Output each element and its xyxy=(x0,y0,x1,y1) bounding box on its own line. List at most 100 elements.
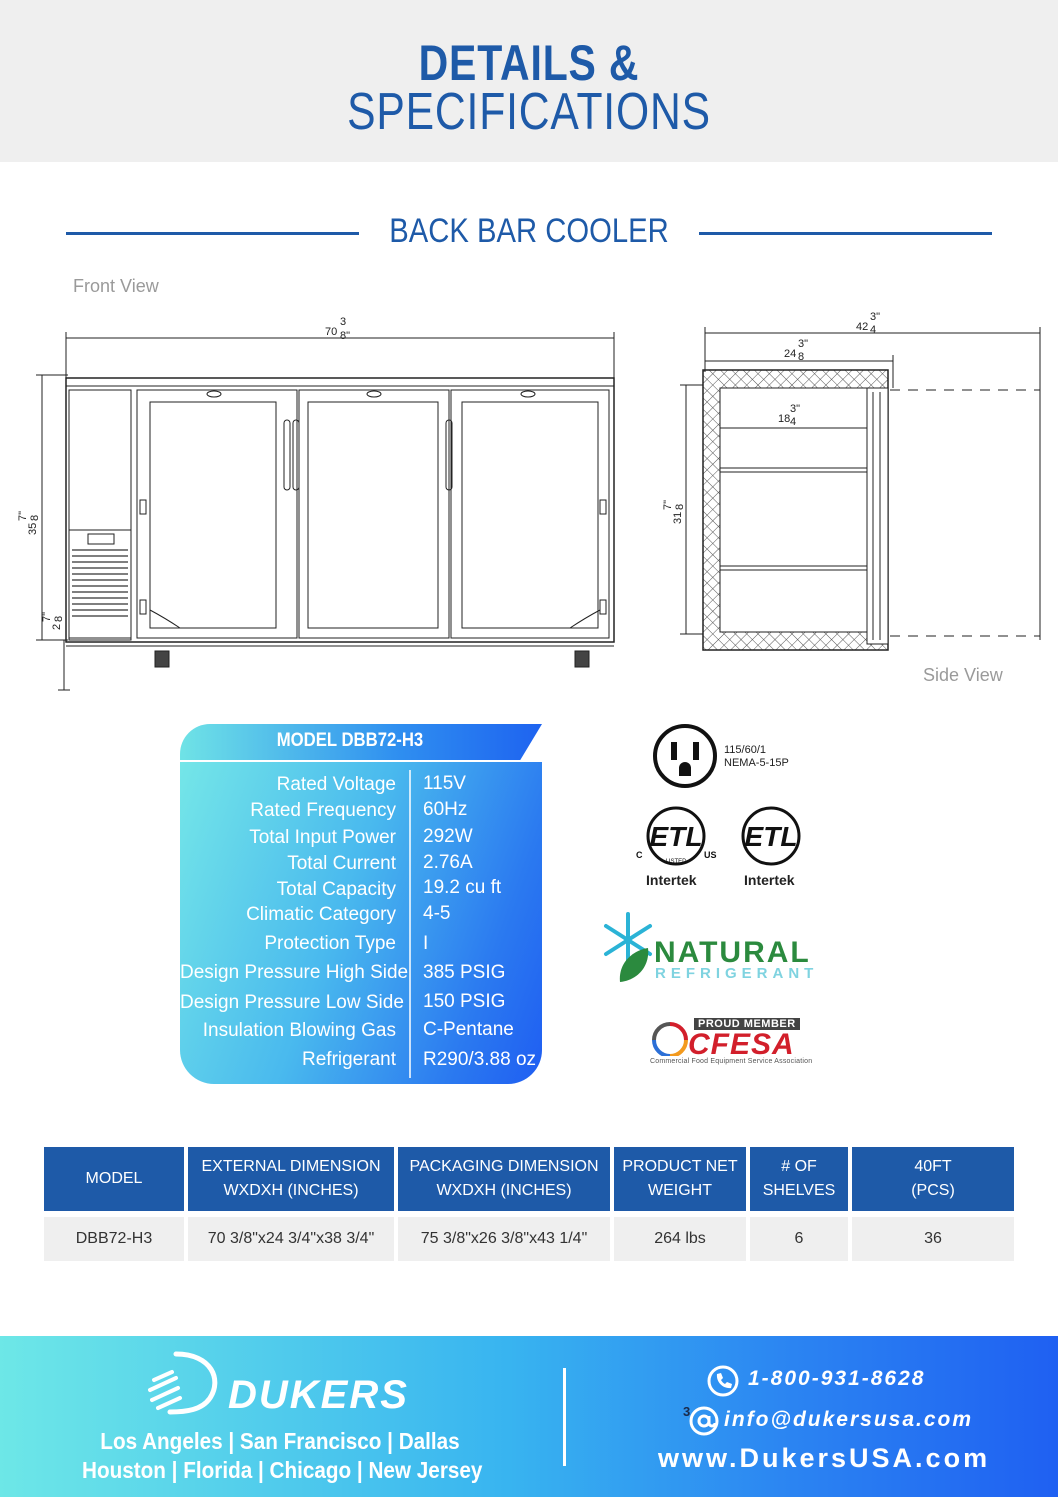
page-title-line1: DETAILS & xyxy=(418,35,640,91)
spec-value: 115V xyxy=(423,773,466,794)
dim-base-den: 8 xyxy=(53,616,65,622)
table-header-model: MODEL xyxy=(44,1147,184,1211)
nema-plug-icon xyxy=(653,724,717,788)
dim-depth-den: 8 xyxy=(798,351,804,363)
dim-width-whole: 70 xyxy=(325,326,337,338)
spec-value: R290/3.88 oz xyxy=(423,1049,537,1070)
dim-base-whole: 2 xyxy=(51,624,63,630)
spec-label: Design Pressure Low Side xyxy=(180,992,404,1013)
email-address[interactable]: info@dukersusa.com xyxy=(724,1408,974,1431)
etl-us-text: US xyxy=(704,850,717,860)
cfesa-swirl-icon xyxy=(652,1022,688,1056)
table-cell-model: DBB72-H3 xyxy=(44,1217,184,1261)
header-line: PACKAGING DIMENSION xyxy=(409,1158,599,1175)
cities-line2: Houston | Florida | Chicago | New Jersey xyxy=(82,1457,483,1483)
spec-value: 60Hz xyxy=(423,799,468,820)
door-handle-right xyxy=(445,419,453,491)
dim-shelf-whole: 18 xyxy=(778,413,790,425)
spec-value: 2.76A xyxy=(423,852,473,873)
etl-mark-text-2: ETL xyxy=(745,821,798,852)
side-view-label: Side View xyxy=(923,665,1003,685)
footer-band xyxy=(0,1336,1058,1497)
spec-label: Total Current xyxy=(287,853,396,874)
brand-name: DUKERS xyxy=(228,1373,409,1417)
phone-icon xyxy=(707,1365,739,1397)
dim-height-den: 8 xyxy=(29,515,41,521)
table-cell-packaging: 75 3/8"x26 3/8"x43 1/4" xyxy=(398,1217,610,1261)
table-header-packaging: PACKAGING DIMENSION WXDXH (INCHES) xyxy=(398,1147,610,1211)
door-right xyxy=(450,389,610,639)
spec-value: 4-5 xyxy=(423,903,451,924)
page-number: 3 xyxy=(683,1404,691,1419)
section-rule-left xyxy=(66,232,359,235)
etl-logo: ETL xyxy=(741,806,801,866)
header-line: (PCS) xyxy=(911,1182,955,1199)
cities-line1: Los Angeles | San Francisco | Dallas xyxy=(100,1428,460,1454)
dim-shelf-num: 3" xyxy=(790,403,800,415)
footer-divider xyxy=(563,1368,566,1466)
table-cell-shelves: 6 xyxy=(750,1217,848,1261)
spec-value: 19.2 cu ft xyxy=(423,877,502,898)
dim-height-num: 7" xyxy=(17,511,29,521)
email-icon xyxy=(689,1406,719,1436)
spec-label: Climatic Category xyxy=(246,904,396,925)
intertek-label-2: Intertek xyxy=(744,872,795,888)
dim-side-height-den: 8 xyxy=(674,504,686,510)
etl-cus-logo: ETL C US LISTED xyxy=(636,806,717,866)
spec-label: Protection Type xyxy=(264,933,396,954)
website-link[interactable]: www.DukersUSA.com xyxy=(658,1443,991,1473)
dim-width-num: 3 xyxy=(340,316,346,328)
header-line: WXDXH (INCHES) xyxy=(223,1182,359,1199)
caster-left xyxy=(154,650,170,668)
dim-base-num: 7" xyxy=(41,612,53,622)
spec-label: Total Input Power xyxy=(249,827,396,848)
header-line: EXTERNAL DIMENSION xyxy=(201,1158,381,1175)
table-header-shelves: # OF SHELVES xyxy=(750,1147,848,1211)
snowflake-leaf-icon xyxy=(604,912,652,982)
dukers-logo-icon xyxy=(148,1351,218,1415)
table-header-external: EXTERNAL DIMENSION WXDXH (INCHES) xyxy=(188,1147,394,1211)
header-line: SHELVES xyxy=(762,1182,836,1199)
door-handle-left xyxy=(283,419,291,491)
header-line: WXDXH (INCHES) xyxy=(436,1182,572,1199)
table-header-40ft: 40FT (PCS) xyxy=(852,1147,1014,1211)
proud-member-text: PROUD MEMBER xyxy=(694,1018,800,1030)
spec-label: Rated Voltage xyxy=(276,774,396,795)
dim-depth-total-whole: 42 xyxy=(856,321,868,333)
spec-divider xyxy=(409,770,411,1078)
spec-label: Rated Frequency xyxy=(250,800,396,821)
header-line: # OF xyxy=(781,1158,817,1175)
dim-width-den: 8" xyxy=(340,330,350,342)
phone-number[interactable]: 1-800-931-8628 xyxy=(748,1367,926,1390)
header-line: 40FT xyxy=(914,1158,952,1175)
spec-label: Refrigerant xyxy=(302,1049,396,1070)
refrigerant-text: REFRIGERANT xyxy=(655,965,819,982)
intertek-label-1: Intertek xyxy=(646,872,697,888)
spec-model-heading: MODEL DBB72-H3 xyxy=(180,724,542,760)
spec-model-text: MODEL DBB72-H3 xyxy=(276,730,424,751)
cfesa-text: CFESA xyxy=(688,1028,795,1061)
compressor-panel xyxy=(68,389,132,639)
header-line: PRODUCT NET xyxy=(622,1158,738,1175)
plug-spec-line1: 115/60/1 xyxy=(724,744,767,756)
dim-depth-total-den: 4 xyxy=(870,324,876,336)
header-line: MODEL xyxy=(85,1170,143,1187)
dim-side-height-num: 7" xyxy=(662,500,674,510)
dim-side-height-whole: 31 xyxy=(672,512,684,524)
spec-value: I xyxy=(423,933,429,954)
dim-shelf-den: 4 xyxy=(790,416,796,428)
etl-listed-text: LISTED xyxy=(665,859,687,865)
technical-drawing: 70 3 8" 35 7" 8 2 7" 8 42 3" 4 24 3" 8 1… xyxy=(17,311,1041,691)
dim-depth-total-num: 3" xyxy=(870,311,880,323)
spec-value: C-Pentane xyxy=(423,1019,514,1040)
header-band xyxy=(0,0,1058,162)
natural-text: NATURAL xyxy=(654,936,811,969)
spec-value: 292W xyxy=(423,826,473,847)
cooler-front-body xyxy=(65,377,615,643)
spec-label: Design Pressure High Side xyxy=(180,962,409,983)
dim-height-whole: 35 xyxy=(27,523,39,535)
door-center xyxy=(298,389,450,639)
section-title: BACK BAR COOLER xyxy=(389,212,669,250)
page-title-line2: SPECIFICATIONS xyxy=(347,83,711,141)
section-rule-right xyxy=(699,232,992,235)
